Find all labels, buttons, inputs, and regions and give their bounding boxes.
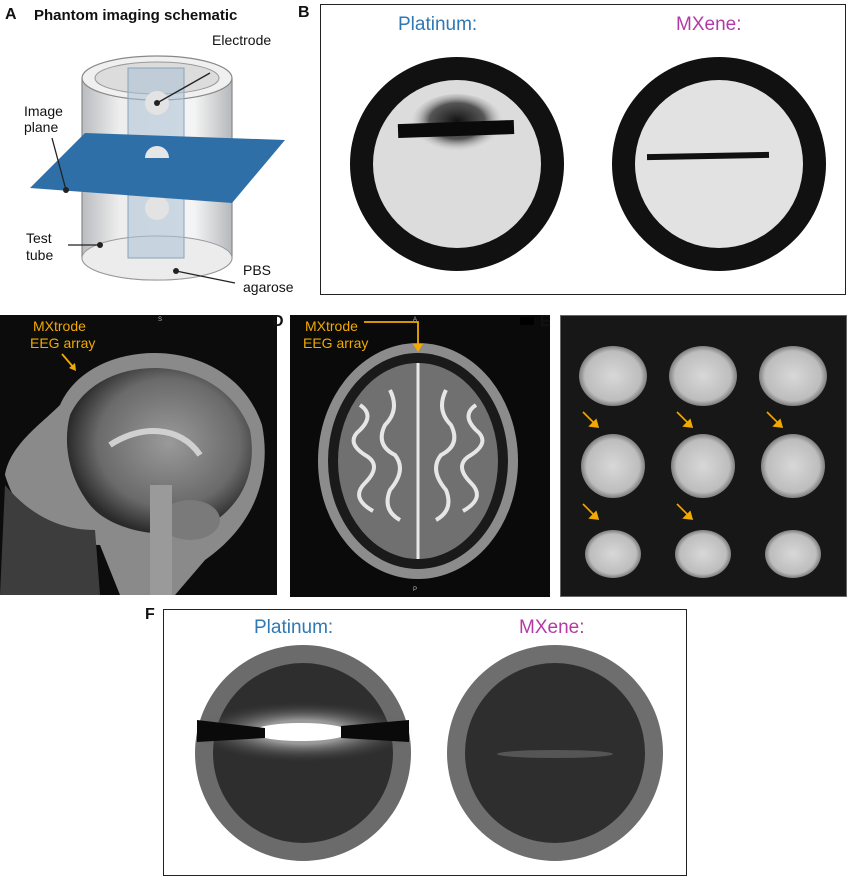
electrode-label: Electrode bbox=[212, 32, 272, 48]
panel-d-scale-block bbox=[520, 317, 534, 325]
panel-d-label-1: MXtrode bbox=[305, 318, 358, 334]
panel-b-letter: B bbox=[298, 4, 310, 21]
mxene-phantom-mri bbox=[612, 57, 826, 271]
panel-e-epi-grid bbox=[560, 315, 847, 597]
panel-d-axial-mri: A P bbox=[290, 315, 550, 597]
mxene-phantom-ct bbox=[447, 645, 663, 861]
panel-f-frame bbox=[163, 609, 687, 876]
test-tube-label-1: Test bbox=[26, 230, 52, 246]
panel-f-platinum-label: Platinum: bbox=[254, 617, 334, 638]
panel-b-platinum-label: Platinum: bbox=[398, 14, 478, 35]
panel-a-title: Phantom imaging schematic bbox=[34, 7, 238, 24]
pbs-label-2: agarose bbox=[243, 279, 294, 295]
epi-slice bbox=[579, 346, 827, 578]
phantom-schematic bbox=[0, 28, 310, 298]
image-plane bbox=[30, 133, 285, 203]
panel-a-letter: A bbox=[5, 6, 17, 23]
panel-f-letter: F bbox=[145, 606, 155, 623]
panel-d-marker-p: P bbox=[413, 587, 418, 593]
panel-d-label-2: EEG array bbox=[303, 335, 369, 351]
platinum-phantom-mri bbox=[350, 57, 564, 271]
panel-c-marker-s: S bbox=[158, 317, 163, 323]
panel-d-marker-a: A bbox=[413, 317, 418, 323]
test-tube-illustration bbox=[30, 55, 285, 284]
panel-c-arrow-icon bbox=[61, 353, 76, 371]
panel-b-frame bbox=[320, 4, 846, 295]
image-plane-label-2: plane bbox=[24, 119, 59, 135]
panel-d-letter: D bbox=[272, 313, 284, 330]
image-plane-label-1: Image bbox=[24, 103, 63, 119]
panel-f-mxene-label: MXene: bbox=[519, 617, 585, 638]
panel-b-mxene-label: MXene: bbox=[676, 14, 742, 35]
panel-f-ct-images bbox=[195, 642, 665, 864]
panel-b-phantom-images bbox=[350, 46, 830, 290]
pbs-label-1: PBS bbox=[243, 262, 272, 278]
panel-e-letter: E bbox=[540, 313, 551, 330]
epi-arrow-icons bbox=[582, 411, 784, 520]
panel-c-label-1: MXtrode bbox=[33, 318, 86, 334]
panel-c-label-2: EEG array bbox=[30, 335, 96, 351]
panel-c-sagittal-mri: S bbox=[0, 315, 277, 595]
panel-d-arrow-icon bbox=[364, 321, 423, 352]
platinum-phantom-ct bbox=[195, 645, 413, 861]
test-tube-label-2: tube bbox=[26, 247, 54, 263]
